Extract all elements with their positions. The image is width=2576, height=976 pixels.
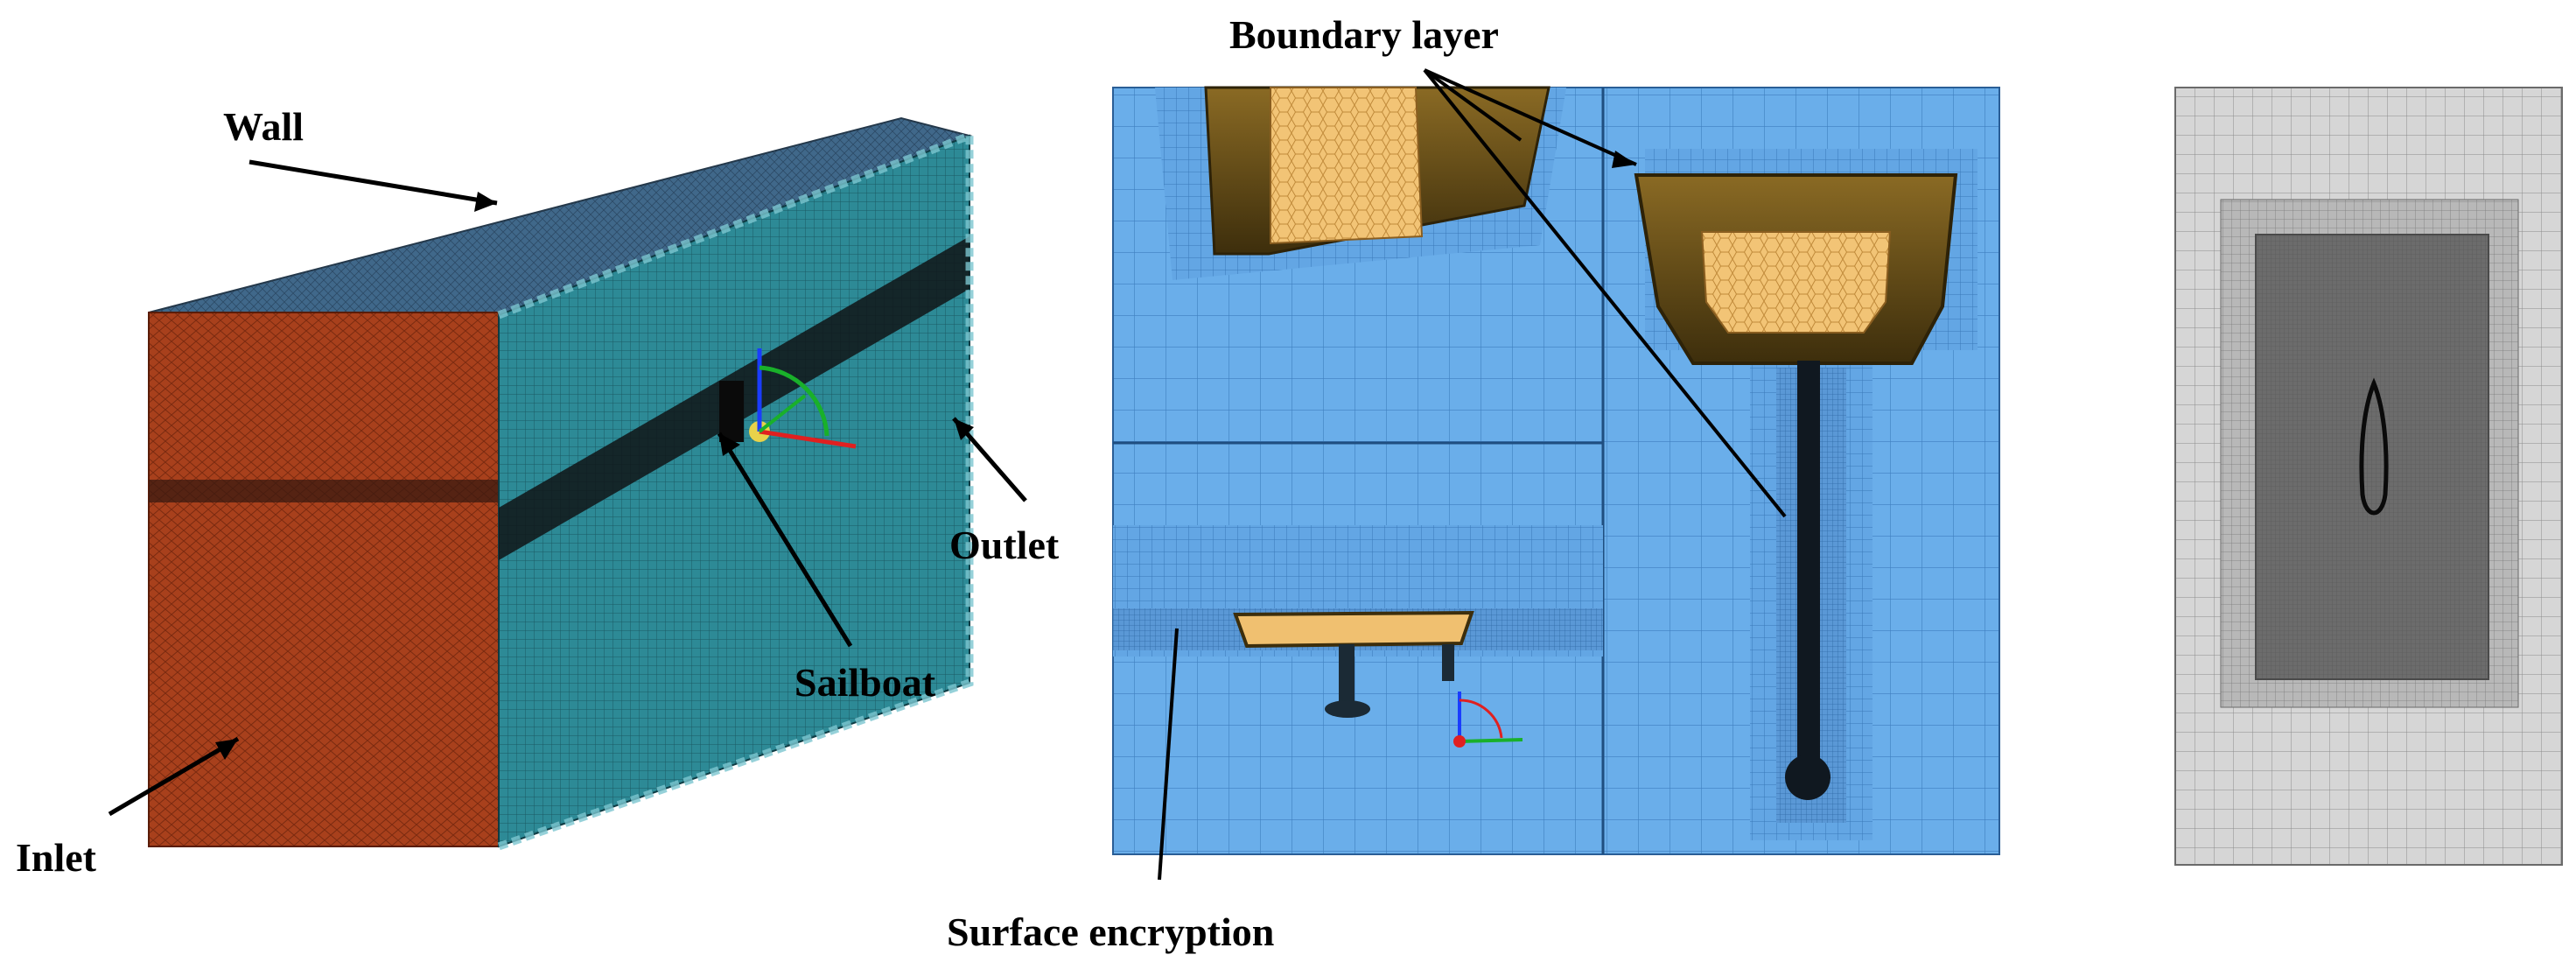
surface-encryption-leader [1158,628,1179,881]
hull-corner-detail [1155,86,1566,280]
axis-triad-icon [757,348,857,449]
section-mesh-view [1112,86,2000,855]
inlet-leader [108,736,240,817]
wall-arrowhead [474,192,497,212]
wall-leader [248,159,498,206]
boundary-layer-label: Boundary layer [1229,12,1499,57]
wall-label: Wall [223,104,304,149]
sailboat-label: Sailboat [794,660,936,705]
hull-waterline-outline [2359,377,2389,516]
outlet-label: Outlet [949,523,1060,567]
surface-encryption-label: Surface encryption [947,909,1274,954]
boundary-layer-leaders [1423,68,1787,518]
sailboat-arrowhead [719,433,740,456]
inlet-refinement-band [149,480,499,502]
inlet-face [148,312,500,847]
axis-triad-small-icon [1453,692,1523,748]
outlet-arrowhead [954,418,974,440]
surface-encryption-detail [1113,525,1603,748]
inlet-label: Inlet [16,835,97,880]
planar-mesh-view [2174,87,2563,866]
cross-section-detail [1634,149,1978,840]
domain-3d-view [148,116,974,851]
side-edge-cells [497,130,974,851]
sailboat-leader [717,432,853,648]
gray-mesh-refinement-inner [2255,234,2489,680]
inlet-arrowhead [215,739,238,760]
